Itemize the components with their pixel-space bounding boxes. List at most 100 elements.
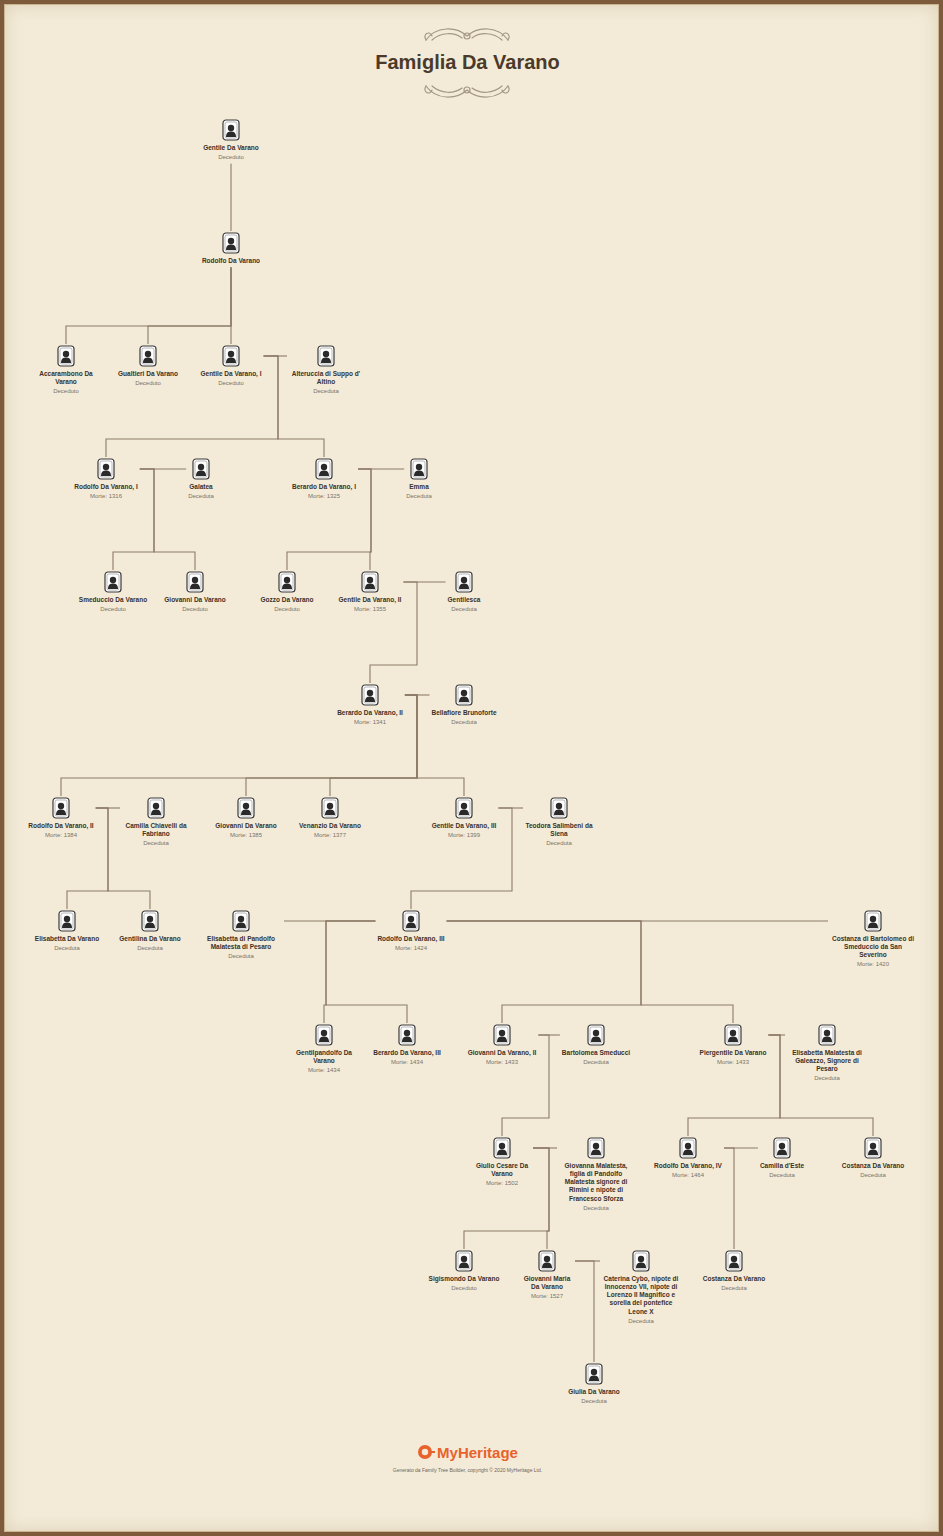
silhouette-icon: [147, 797, 165, 819]
silhouette-icon: [237, 797, 255, 819]
person-name: Smeduccio Da Varano: [79, 596, 147, 604]
person-card: Alteruccia di Suppo d' AltinoDeceduta: [289, 345, 363, 396]
silhouette-icon: [317, 345, 335, 367]
person-name: Berardo Da Varano, II: [337, 709, 403, 717]
silhouette-icon: [632, 1250, 650, 1272]
page-ground: [4, 4, 939, 1532]
person-card: Camilla Chiavelli da FabrianoDeceduta: [122, 797, 190, 848]
person-card: Giulio Cesare Da VaranoMorte: 1502: [473, 1137, 531, 1188]
life-note: Deceduta: [122, 840, 190, 848]
life-note: Morte: 1420: [830, 961, 916, 969]
silhouette-icon: [724, 1024, 742, 1046]
person-card: Elisabetta Malatesta di Galeazzo, Signor…: [787, 1024, 867, 1083]
person-card: Gentile Da Varano, IIMorte: 1355: [339, 571, 402, 614]
person-name: Rodolfo Da Varano, II: [28, 822, 93, 830]
family-line: [688, 1035, 780, 1136]
silhouette-icon: [321, 797, 339, 819]
life-note: Deceduta: [562, 1059, 630, 1067]
person-card: Giovanni Da VaranoDeceduto: [164, 571, 225, 614]
silhouette-icon: [455, 684, 473, 706]
life-note: Morte: 1355: [339, 606, 402, 614]
tree-title: Famiglia Da Varano: [0, 51, 939, 74]
person-card: Gozzo Da VaranoDeceduto: [260, 571, 313, 614]
silhouette-icon: [139, 345, 157, 367]
life-note: Deceduto: [79, 606, 147, 614]
person-card: Camilla d'EsteDeceduta: [760, 1137, 804, 1180]
family-line: [324, 921, 375, 1023]
person-card: Caterina Cybo, nipote di Innocenzo VII, …: [602, 1250, 680, 1325]
person-name: Elisabetta Da Varano: [35, 935, 99, 943]
life-note: Deceduta: [703, 1285, 766, 1293]
life-note: Morte: 1424: [377, 945, 444, 953]
person-name: Venanzio Da Varano: [299, 822, 361, 830]
family-line: [575, 1261, 594, 1362]
silhouette-icon: [864, 1137, 882, 1159]
person-card: EmmaDeceduta: [406, 458, 432, 501]
family-line: [230, 164, 231, 231]
person-name: Berardo Da Varano, I: [292, 483, 356, 491]
life-note: Deceduta: [289, 388, 363, 396]
person-name: Rodolfo Da Varano, III: [377, 935, 444, 943]
silhouette-icon: [57, 345, 75, 367]
life-note: Deceduta: [602, 1318, 680, 1326]
person-name: Alteruccia di Suppo d' Altino: [289, 370, 363, 386]
brand-name: MyHeritage: [437, 1444, 518, 1461]
person-card: Sigismondo Da VaranoDeceduto: [429, 1250, 500, 1293]
person-card: Gentile Da VaranoDeceduto: [203, 119, 259, 162]
person-card: Giovanna Malatesta, figlia di Pandolfo M…: [559, 1137, 633, 1212]
silhouette-icon: [585, 1363, 603, 1385]
life-note: Morte: 1316: [74, 493, 138, 501]
life-note: Morte: 1434: [373, 1059, 441, 1067]
person-card: Costanza Da VaranoDeceduta: [842, 1137, 905, 1180]
life-note: Deceduta: [559, 1205, 633, 1213]
person-card: GentilescaDeceduta: [448, 571, 481, 614]
silhouette-icon: [222, 232, 240, 254]
life-note: Deceduta: [568, 1398, 620, 1406]
life-note: Morte: 1464: [654, 1172, 722, 1180]
silhouette-icon: [493, 1024, 511, 1046]
life-note: Deceduto: [37, 388, 95, 396]
brand-logo: MyHeritage: [0, 1442, 939, 1461]
life-note: Deceduta: [448, 606, 481, 614]
silhouette-icon: [773, 1137, 791, 1159]
person-card: Rodolfo Da Varano, IIMorte: 1384: [28, 797, 93, 840]
silhouette-icon: [538, 1250, 556, 1272]
person-card: Venanzio Da VaranoMorte: 1377: [299, 797, 361, 840]
person-name: Gozzo Da Varano: [260, 596, 313, 604]
person-card: Smeduccio Da VaranoDeceduto: [79, 571, 147, 614]
person-card: Berardo Da Varano, IIIMorte: 1434: [373, 1024, 441, 1067]
person-name: Elisabetta di Pandolfo Malatesta di Pesa…: [200, 935, 282, 951]
silhouette-icon: [455, 1250, 473, 1272]
life-note: Deceduto: [164, 606, 225, 614]
family-line: [140, 469, 195, 570]
person-name: Costanza Da Varano: [703, 1275, 766, 1283]
life-note: Deceduto: [200, 380, 261, 388]
life-note: Deceduta: [842, 1172, 905, 1180]
life-note: Morte: 1399: [432, 832, 497, 840]
life-note: Deceduto: [260, 606, 313, 614]
person-name: Giovanni Da Varano, II: [468, 1049, 537, 1057]
silhouette-icon: [186, 571, 204, 593]
person-name: Gentile Da Varano: [203, 144, 259, 152]
silhouette-icon: [410, 458, 428, 480]
life-note: Deceduto: [203, 154, 259, 162]
person-card: Rodolfo Da Varano, IVMorte: 1464: [654, 1137, 722, 1180]
silhouette-icon: [361, 684, 379, 706]
person-name: Accarambono Da Varano: [37, 370, 95, 386]
silhouette-icon: [222, 345, 240, 367]
person-card: Giovanni Da Varano, IIMorte: 1433: [468, 1024, 537, 1067]
family-line: [246, 695, 417, 796]
person-card: Costanza Da VaranoDeceduta: [703, 1250, 766, 1293]
person-name: Giulia Da Varano: [568, 1388, 620, 1396]
person-card: Gentilpandolfo Da VaranoMorte: 1434: [295, 1024, 353, 1075]
family-line: [447, 921, 733, 1023]
person-name: Elisabetta Malatesta di Galeazzo, Signor…: [787, 1049, 867, 1073]
person-name: Giovanna Malatesta, figlia di Pandolfo M…: [559, 1162, 633, 1203]
life-note: Deceduta: [188, 493, 214, 501]
silhouette-icon: [315, 458, 333, 480]
life-note: Deceduta: [787, 1075, 867, 1083]
person-name: Teodora Salimbeni da Siena: [525, 822, 593, 838]
person-name: Camilla d'Este: [760, 1162, 804, 1170]
family-line: [411, 808, 512, 909]
silhouette-icon: [818, 1024, 836, 1046]
